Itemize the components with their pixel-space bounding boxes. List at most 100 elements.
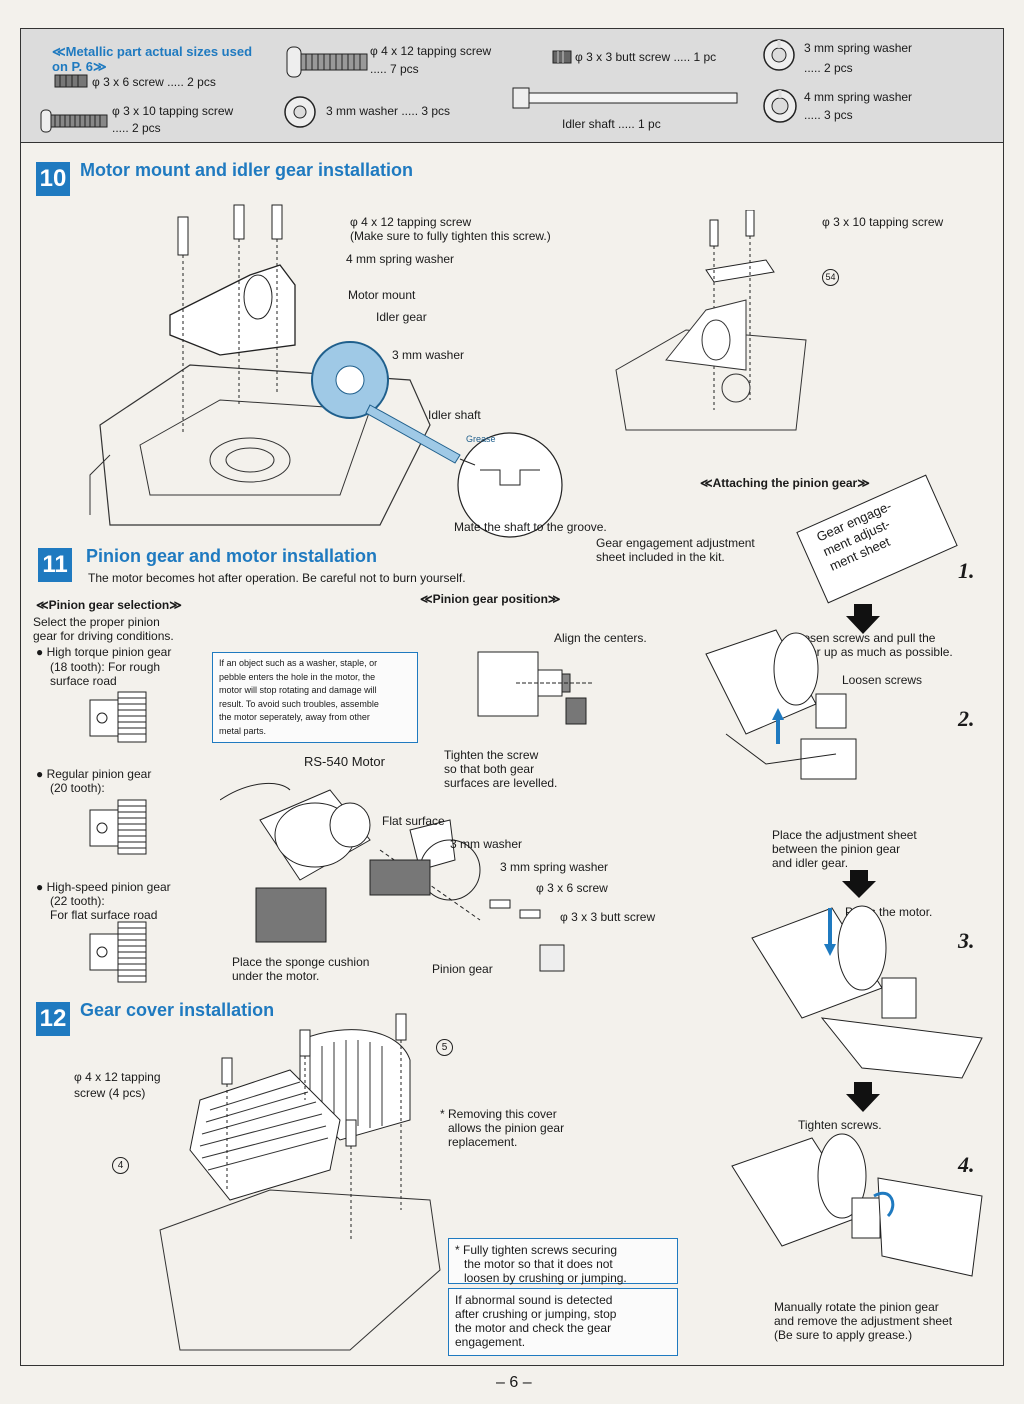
tighten-note-line2: the motor so that it does not [464,1257,613,1271]
s10-label-tapping-3x10: φ 3 x 10 tapping screw [822,215,944,229]
place-line2: between the pinion gear [772,842,901,856]
s11-warning: The motor becomes hot after operation. B… [88,571,466,585]
down-arrow-icon [842,870,876,898]
s10-label-tapping-4x12: φ 4 x 12 tapping screw [350,215,472,229]
gear-18-tooth: (18 tooth): For rough [50,660,161,674]
s10-grease-tag: Grease [466,434,496,444]
tighten-screw-line2: so that both gear [444,762,535,776]
motor-press-diagram [751,905,983,1079]
step-num-1: 1. [958,558,975,583]
s11-screw-3x6-label: φ 3 x 6 screw [536,881,608,895]
part-screw-3x6: φ 3 x 6 screw ..... 2 pcs [92,75,216,89]
part-4-callout: 4 [112,1157,129,1174]
tapping-screw-4x12-icon [286,46,368,78]
step-num-2: 2. [958,706,975,731]
remove-cover-line1: * Removing this cover [440,1107,557,1121]
s11-pinion-gear-label: Pinion gear [432,962,493,976]
down-arrow-icon [846,1082,880,1112]
step-num-3: 3. [958,928,975,953]
remove-cover-line2: allows the pinion gear [448,1121,565,1135]
place-line1: Place the adjustment sheet [772,828,917,842]
gear-20-tooth: (20 tooth): [50,781,105,795]
abnormal-line1: If abnormal sound is detected [455,1293,613,1307]
rotate-line1: Manually rotate the pinion gear [774,1300,939,1314]
gear-22-use: For flat surface road [50,908,158,922]
part-tapping-4x12: φ 4 x 12 tapping screw [370,44,492,58]
abnormal-line4: engagement. [455,1335,526,1349]
s10-label-idler-gear: Idler gear [376,310,427,324]
pinion-position-heading: ≪Pinion gear position≫ [420,592,561,606]
sheet-note-line1: Gear engagement adjustment [596,536,755,550]
motor-assembly-diagram [220,782,565,972]
s10-label-mate-shaft: Mate the shaft to the groove. [454,520,607,534]
pinion-22-icon [89,921,147,983]
part-54-callout: 54 [822,269,839,286]
s12-screw-line1: φ 4 x 12 tapping [74,1070,161,1084]
tighten-screws-label: Tighten screws. [798,1118,882,1132]
gear-20-title: ● Regular pinion gear [36,767,152,781]
part-idler-shaft: Idler shaft ..... 1 pc [562,117,661,131]
s10-label-spring-washer: 4 mm spring washer [346,252,455,266]
s11-butt-screw-label: φ 3 x 3 butt screw [560,910,656,924]
step-12-badge: 12 [36,1002,70,1036]
part-5-callout: 5 [436,1039,453,1056]
pinion-20-icon [89,799,147,855]
tighten-note-box: * Fully tighten screws securing the moto… [448,1238,678,1285]
parts-list-box [20,28,1004,143]
gear-22-tooth: (22 tooth): [50,894,105,908]
align-centers-label: Align the centers. [554,631,647,645]
caution-line2: pebble enters the hole in the motor, the [219,671,376,682]
caution-line5: the motor seperately, away from other [219,712,370,722]
sponge-line1: Place the sponge cushion [232,955,370,969]
step-10-badge: 10 [36,162,70,196]
pinion-selection-text1: Select the proper pinion [33,615,160,629]
step-11-title: Pinion gear and motor installation [86,546,378,566]
part-spring-washer-3mm: 3 mm spring washer [804,41,913,55]
tighten-note-line3: loosen by crushing or jumping. [464,1271,627,1285]
screw-3x6-icon [54,74,88,88]
attaching-pinion-heading: ≪Attaching the pinion gear≫ [700,476,870,490]
s10-label-motor-mount: Motor mount [348,288,416,302]
sheet-note-line2: sheet included in the kit. [596,550,725,564]
motor-mount-diagram [89,204,563,538]
s10-label-tighten-note: (Make sure to fully tighten this screw.) [350,229,551,243]
washer-3mm-icon [284,96,316,128]
pinion-selection-heading: ≪Pinion gear selection≫ [36,598,182,612]
tapping-screw-3x10-icon [40,109,108,133]
part-spring-washer-4mm: 4 mm spring washer [804,90,913,104]
pinion-position-diagram [477,651,592,725]
s10-label-idler-shaft: Idler shaft [428,408,481,422]
part-tapping-3x10: φ 3 x 10 tapping screw [112,104,234,118]
part-tapping-4x12-qty: ..... 7 pcs [370,62,419,76]
part-spring-washer-3mm-qty: ..... 2 pcs [804,61,853,75]
gear-cover-diagram [159,1013,441,1351]
step-11-badge: 11 [38,548,72,582]
motor-loosen-diagram [705,629,857,780]
loosen-screws-label: Loosen screws [842,673,923,687]
idler-bracket-diagram [615,210,807,431]
butt-screw-icon [552,50,572,64]
s11-spring-washer-label: 3 mm spring washer [500,860,609,874]
step-10-title: Motor mount and idler gear installation [80,160,414,180]
pinion-selection-text2: gear for driving conditions. [33,629,174,643]
motor-rotate-diagram [731,1133,983,1277]
gear-18-use: surface road [50,674,117,688]
remove-cover-line3: replacement. [448,1135,518,1149]
caution-line3: motor will stop rotating and damage will [219,685,377,695]
loosen-line1: Loosen screws and pull the [790,631,936,645]
motor-label: RS-540 Motor [304,754,385,769]
spring-washer-3mm-icon [763,39,795,71]
step-num-4: 4. [958,1152,975,1177]
metal-note-line2: on P. 6≫ [52,59,107,74]
abnormal-line2: after crushing or jumping, stop [455,1307,617,1321]
caution-line4: result. To avoid such troubles, assemble [219,698,379,709]
page-number: – 6 – [496,1374,532,1391]
part-spring-washer-4mm-qty: ..... 3 pcs [804,108,853,122]
part-washer-3mm: 3 mm washer ..... 3 pcs [326,104,451,118]
pinion-18-icon [89,691,147,743]
motor-caution-box: If an object such as a washer, staple, o… [212,652,418,743]
tighten-note-line1: * Fully tighten screws securing [455,1243,618,1257]
loosen-line2: motor up as much as possible. [790,645,953,659]
tighten-screw-line3: surfaces are levelled. [444,776,558,790]
s11-washer-label: 3 mm washer [450,837,523,851]
